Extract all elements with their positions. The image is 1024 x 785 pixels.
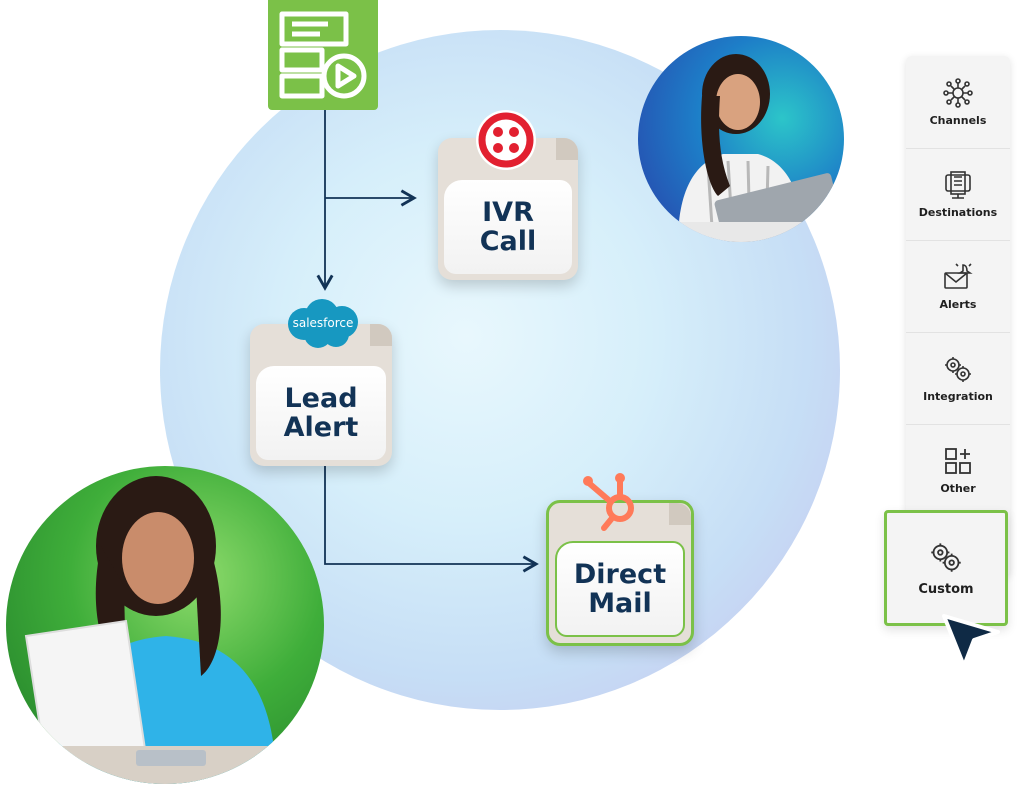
integration-icon	[945, 356, 971, 382]
panel-item-custom-label: Custom	[918, 581, 974, 597]
ivr-call-node: IVR Call	[438, 138, 578, 280]
panel-item-other-label: Other	[940, 481, 976, 495]
destinations-icon	[945, 170, 971, 199]
panel-item-integration-label: Integration	[923, 389, 993, 403]
alerts-icon	[944, 262, 973, 289]
direct-mail-line2: Mail	[588, 588, 652, 619]
lead-alert-line1: Lead	[284, 383, 358, 414]
panel-item-destinations-label: Destinations	[918, 205, 998, 219]
panel-item-other[interactable]: Other	[906, 424, 1010, 516]
panel-item-integration[interactable]: Integration	[906, 332, 1010, 425]
panel-item-channels-label: Channels	[929, 113, 987, 127]
panel-item-alerts-label: Alerts	[939, 297, 977, 311]
panel-item-destinations[interactable]: Destinations	[906, 148, 1010, 241]
mail-reader-photo	[6, 466, 324, 784]
channels-icon	[943, 77, 973, 108]
hubspot-logo-icon	[580, 462, 650, 532]
other-icon	[945, 447, 971, 474]
panel-item-alerts[interactable]: Alerts	[906, 240, 1010, 333]
salesforce-logo-icon: salesforce	[282, 296, 364, 352]
panel-item-channels[interactable]: Channels	[906, 56, 1010, 149]
ivr-call-line1: IVR	[482, 197, 534, 228]
twilio-logo-icon	[476, 110, 536, 170]
trigger-server-icon	[268, 0, 378, 110]
ivr-call-line2: Call	[479, 226, 537, 257]
lead-alert-line2: Alert	[283, 412, 359, 443]
direct-mail-node: Direct Mail	[546, 500, 694, 646]
connector-to-mail	[324, 466, 539, 573]
direct-mail-line1: Direct	[573, 559, 667, 590]
salesforce-logo-text: salesforce	[292, 316, 354, 330]
call-center-agent-photo	[638, 36, 844, 242]
category-panel: Channels Destinations Alerts	[906, 56, 1010, 576]
custom-icon	[931, 542, 961, 572]
panel-item-custom[interactable]: Custom	[884, 510, 1008, 626]
cursor-pointer-icon	[942, 614, 1000, 668]
